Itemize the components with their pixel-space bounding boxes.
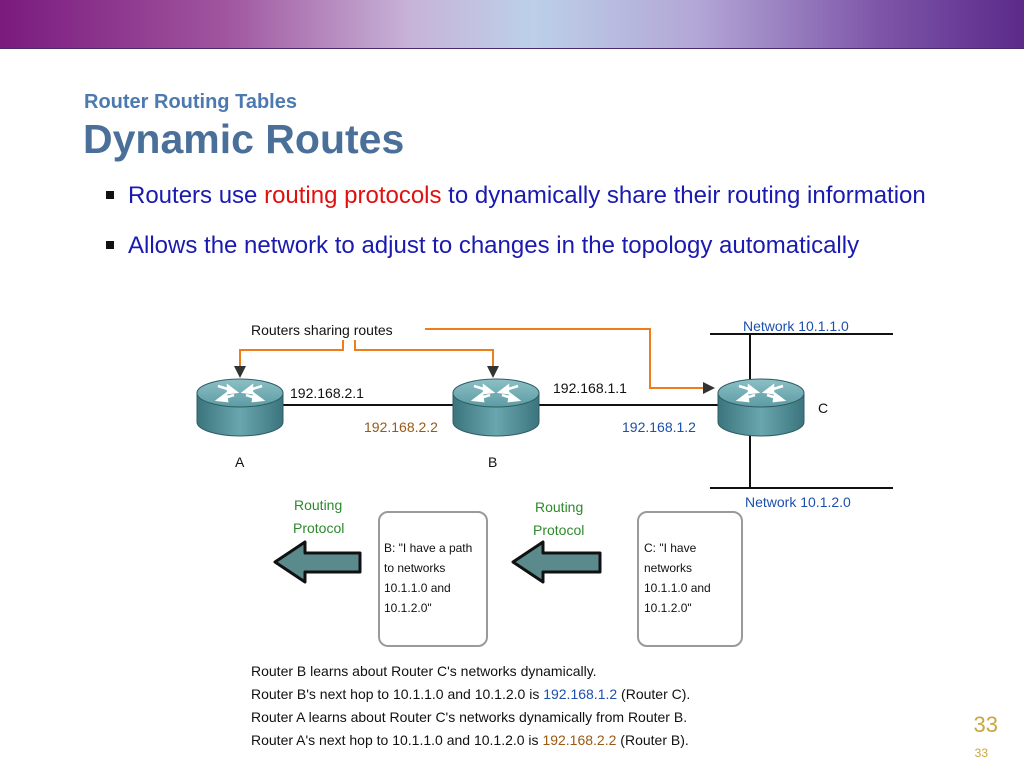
caption-line: Router A's next hop to 10.1.1.0 and 10.1…	[251, 732, 689, 748]
routing-protocol-label: Routing	[535, 499, 583, 515]
bullet-list: Routers use routing protocols to dynamic…	[104, 180, 1004, 280]
message-b-line: 10.1.1.0 and	[384, 581, 451, 595]
bullet-item: Allows the network to adjust to changes …	[104, 230, 1004, 262]
bullet-item: Routers use routing protocols to dynamic…	[104, 180, 1004, 212]
message-c-line: C: "I have	[644, 541, 697, 555]
network-bottom-label: Network 10.1.2.0	[745, 494, 851, 510]
left-arrow-icon	[273, 540, 362, 584]
sharing-routes-arrows	[239, 328, 705, 389]
routing-protocol-label: Protocol	[293, 520, 344, 536]
bullet-highlight: routing protocols	[264, 182, 442, 209]
caption-line: Router B's next hop to 10.1.1.0 and 10.1…	[251, 686, 690, 702]
router-a	[196, 378, 284, 437]
routing-protocol-label: Routing	[294, 497, 342, 513]
router-icon	[735, 383, 787, 403]
message-c-line: networks	[644, 561, 692, 575]
message-c-line: 10.1.2.0"	[644, 601, 692, 615]
routing-protocol-label: Protocol	[533, 522, 584, 538]
message-b-line: 10.1.2.0"	[384, 601, 432, 615]
message-box-c	[637, 511, 743, 647]
bullet-text: Allows the network to adjust to changes …	[128, 232, 860, 259]
slide-title: Dynamic Routes	[83, 116, 405, 162]
message-b-line: to networks	[384, 561, 445, 575]
caption-line: Router B learns about Router C's network…	[251, 663, 597, 679]
slide-subtitle: Router Routing Tables	[84, 91, 297, 113]
router-icon	[470, 383, 522, 403]
bullet-text: Routers use	[128, 182, 265, 209]
ip-a-interface: 192.168.2.1	[290, 385, 364, 401]
header-banner	[0, 0, 1024, 49]
router-b-label: B	[488, 454, 497, 470]
message-c-line: 10.1.1.0 and	[644, 581, 711, 595]
arrow-to-router-c	[703, 382, 715, 394]
ip-b-interface-a: 192.168.2.2	[364, 419, 438, 435]
caption-line: Router A learns about Router C's network…	[251, 709, 687, 725]
page-number-small: 33	[974, 746, 988, 760]
router-b	[452, 378, 540, 437]
router-c-label: C	[818, 400, 828, 416]
router-c	[717, 378, 805, 437]
arrow-to-router-b	[487, 366, 499, 378]
ip-c-interface: 192.168.1.2	[622, 419, 696, 435]
arrow-to-router-a	[234, 366, 246, 378]
router-a-label: A	[235, 454, 245, 470]
bullet-text: to dynamically share their routing infor…	[441, 182, 926, 209]
page-number: 33	[973, 712, 998, 737]
network-top-label: Network 10.1.1.0	[743, 318, 849, 334]
sharing-routes-label: Routers sharing routes	[251, 322, 393, 338]
left-arrow-icon	[511, 540, 602, 584]
router-icon	[214, 383, 266, 403]
message-box-b	[378, 511, 488, 647]
message-b-line: B: "I have a path	[384, 541, 472, 555]
ip-b-interface-c: 192.168.1.1	[553, 380, 627, 396]
